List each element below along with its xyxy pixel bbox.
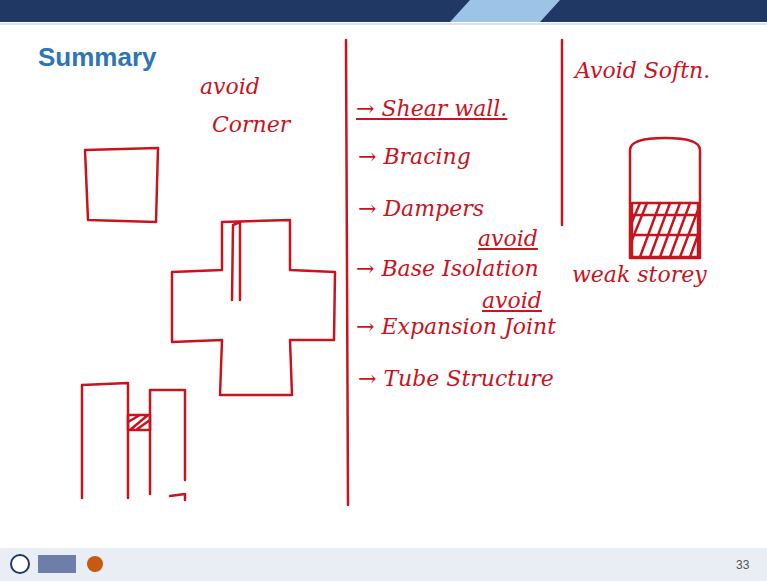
header-stripe	[450, 0, 560, 22]
footer-bar	[0, 548, 767, 581]
header-bar	[0, 0, 767, 22]
handwritten-note: Avoid Softn.	[575, 58, 710, 83]
soft-storey	[632, 203, 698, 257]
handwritten-note: Corner	[212, 112, 290, 137]
building-sketch	[630, 138, 700, 258]
plan-stroke	[232, 222, 240, 300]
logo	[38, 555, 76, 573]
handwritten-note: avoid	[200, 74, 260, 99]
hatching	[632, 203, 698, 257]
plan-cross	[172, 220, 335, 395]
plan-square	[85, 148, 158, 222]
handwritten-note: avoid	[482, 288, 542, 313]
handwritten-item: → Shear wall.	[356, 96, 507, 121]
handwritten-note: avoid	[478, 226, 538, 251]
divider-line	[346, 40, 348, 505]
building-sketch	[82, 383, 185, 500]
logo	[87, 556, 103, 572]
handwritten-item: → Expansion Joint	[356, 314, 556, 339]
logo	[11, 555, 29, 573]
handwritten-item: → Dampers	[358, 196, 484, 221]
hatched-joint	[128, 415, 150, 430]
page-number: 33	[736, 558, 749, 572]
handwritten-note: weak storey	[572, 262, 707, 287]
handwritten-item: → Bracing	[358, 144, 471, 169]
handwritten-item: → Tube Structure	[358, 366, 554, 391]
divider-line	[561, 40, 564, 225]
header-rule	[0, 23, 767, 25]
handwritten-item: → Base Isolation	[356, 256, 539, 281]
slide-title: Summary	[38, 42, 157, 73]
